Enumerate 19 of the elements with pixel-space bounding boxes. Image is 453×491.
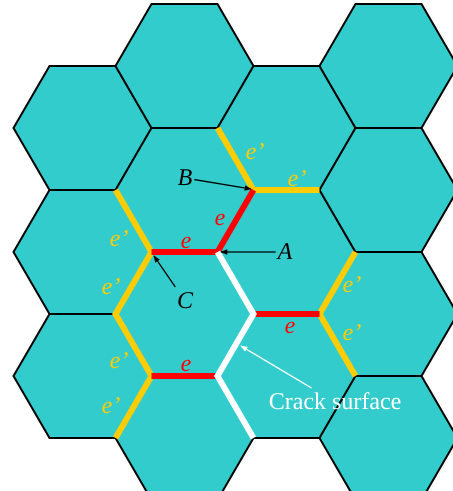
point-label: A — [278, 240, 292, 264]
leader-line — [220, 249, 276, 255]
edge-letter: e’ — [102, 275, 120, 299]
edge-letter: e’ — [102, 394, 120, 418]
edge-letter: e — [284, 314, 296, 338]
point-label: C — [177, 289, 193, 313]
edge-letter: e’ — [342, 273, 362, 297]
edge-letter: e’ — [246, 140, 264, 164]
leader-line — [194, 178, 252, 191]
edge-letter: e — [180, 352, 192, 376]
edge-letter: e — [180, 229, 192, 253]
leader-line — [153, 255, 176, 288]
leader-line — [240, 345, 312, 389]
edge-letter: e’ — [342, 321, 362, 345]
edge-letter: e’ — [110, 349, 128, 373]
edge-letter: e’ — [110, 227, 128, 251]
point-label: B — [178, 166, 192, 190]
edge-letter: e — [214, 206, 226, 230]
edge-letter: e’ — [288, 167, 306, 191]
